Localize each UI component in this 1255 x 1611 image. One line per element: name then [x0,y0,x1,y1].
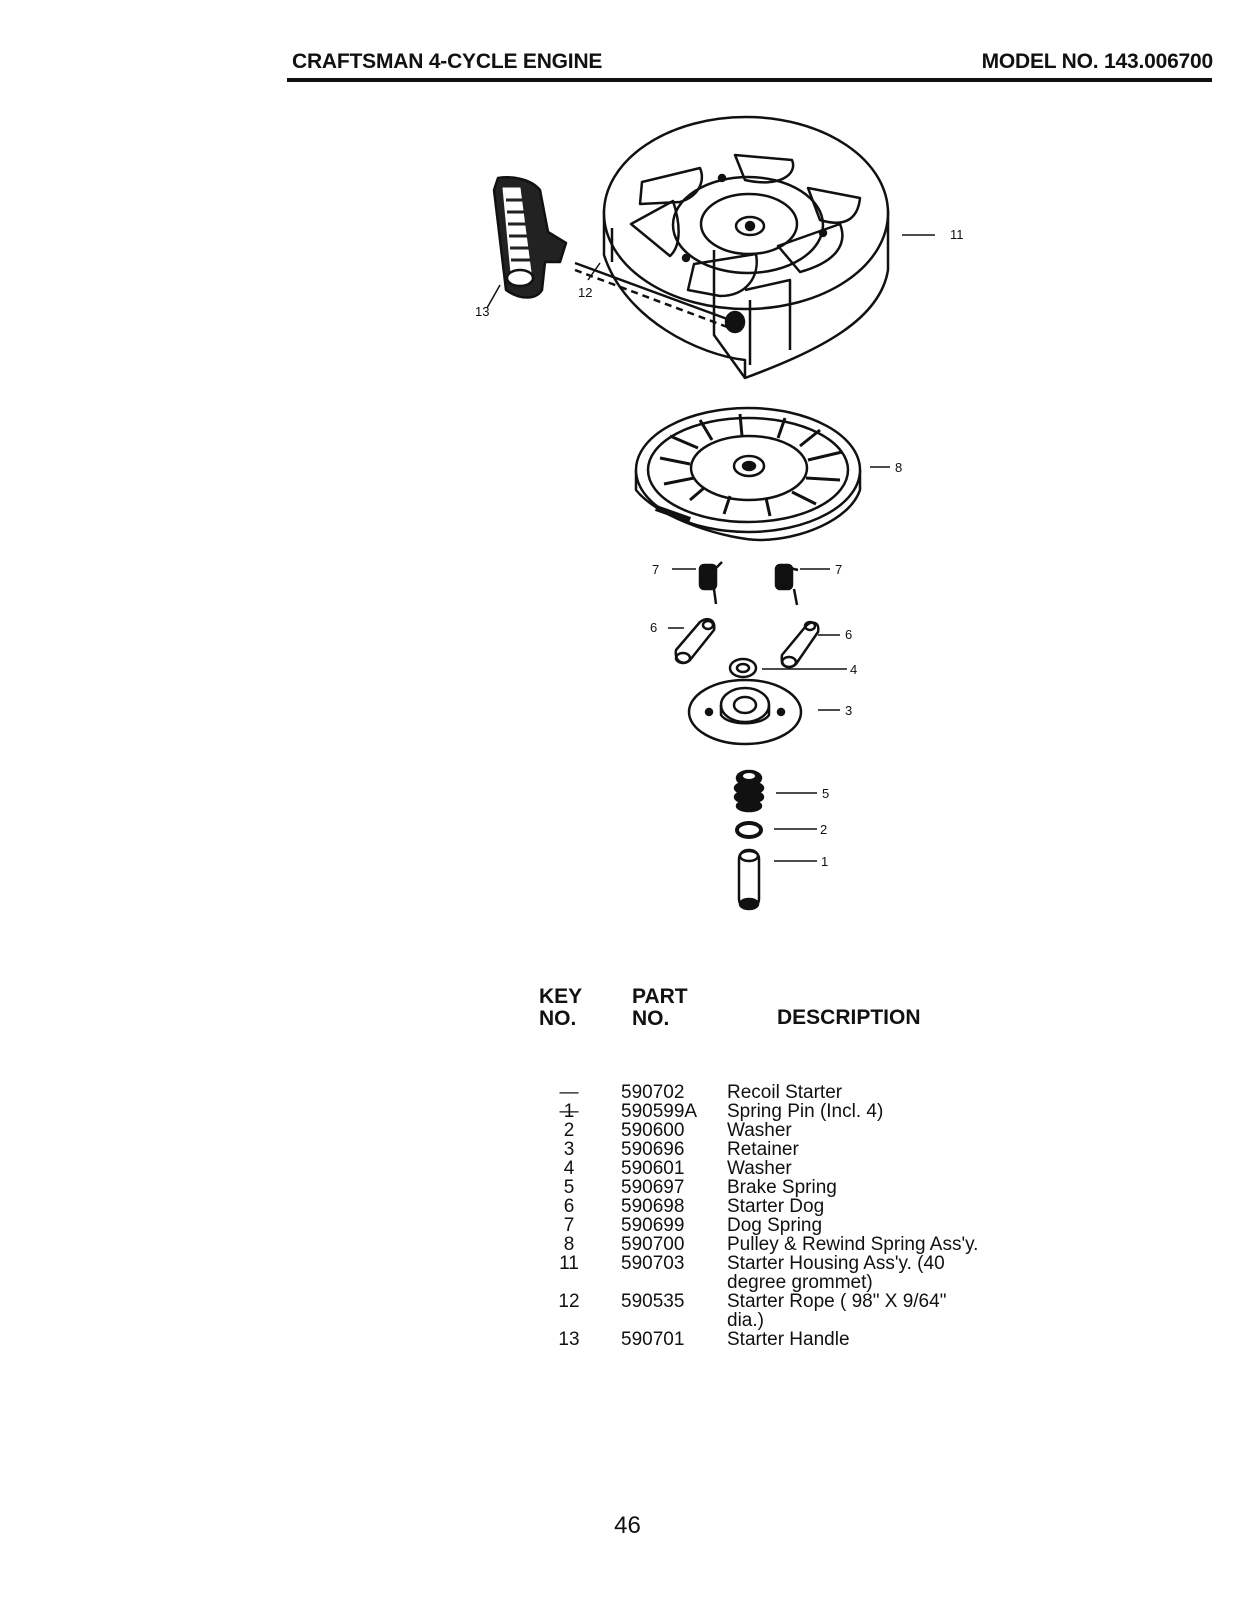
table-row: 4 590601 Washer [549,1159,1149,1178]
description-line: Retainer [727,1139,799,1160]
part-description: Spring Pin (Incl. 4) [727,1102,1149,1121]
table-row: 3 590696 Retainer [549,1140,1149,1159]
key-number: 4 [563,1158,575,1179]
callout-3: 3 [845,703,852,718]
model-number: MODEL NO. 143.006700 [981,50,1214,73]
part-number: 590600 [621,1120,685,1141]
callout-8: 8 [895,460,902,475]
callout-6-right: 6 [845,627,852,642]
description-line: Starter Housing Ass'y. (40 [727,1253,945,1274]
table-row: 5 590697 Brake Spring [549,1178,1149,1197]
key-number: 6 [563,1196,575,1217]
description-line: Brake Spring [727,1177,837,1198]
table-row: 12 590535 Starter Rope ( 98" X 9/64"dia.) [549,1292,1149,1330]
part-number: 590698 [621,1196,685,1217]
part-number: 590696 [621,1139,685,1160]
part-number: 590700 [621,1234,685,1255]
description-line: Recoil Starter [727,1082,843,1103]
table-row: 6 590698 Starter Dog [549,1197,1149,1216]
leader-lines [486,234,935,862]
table-row: — — 590702 Recoil Starter [549,1082,1149,1121]
key-number: — — [559,1082,579,1122]
part-number: 590703 [621,1253,685,1274]
part-description: Pulley & Rewind Spring Ass'y. [727,1235,1149,1254]
parts-list: — — 590702 Recoil Starter 1 590599A Spring Pi… [549,1083,1149,1349]
pulley-illustration [634,406,862,542]
table-row: 7 590699 Dog Spring [549,1216,1149,1235]
description-line: Dog Spring [727,1215,823,1236]
key-number: 8 [563,1234,575,1255]
part-no-header: PART NO. [632,985,688,1030]
part-description: Washer [727,1121,1149,1140]
description-line: Spring Pin (Incl. 4) [727,1101,884,1122]
part-number: 590699 [621,1215,685,1236]
callout-12: 12 [578,285,592,300]
key-number: 13 [558,1329,580,1350]
table-row: 2 590600 Washer [549,1121,1149,1140]
key-number: 7 [563,1215,575,1236]
header-rule [287,78,1212,82]
part-number: 590601 [621,1158,685,1179]
callout-11: 11 [950,227,964,242]
washer-4-illustration [728,657,758,679]
part-number: 590599A [621,1101,698,1122]
key-number: 11 [559,1253,579,1274]
part-number: 590535 [621,1291,685,1312]
callout-5: 5 [822,786,829,801]
description-line: Starter Rope ( 98" X 9/64" [727,1291,947,1312]
part-description: Retainer [727,1140,1149,1159]
description-line: degree grommet) [727,1272,873,1293]
part-description: Washer [727,1159,1149,1178]
key-number: 1 [563,1101,575,1122]
table-row: 13 590701 Starter Handle [549,1330,1149,1349]
spring-pin-illustration [737,848,761,911]
description-line: Washer [727,1120,792,1141]
starter-handle-illustration [492,176,568,299]
part-description: Starter Handle [727,1330,1149,1349]
part-number: 590701 [621,1329,685,1350]
callout-4: 4 [850,662,857,677]
starter-dog-right-illustration [780,620,820,669]
part-number: 590702 [621,1082,685,1103]
callout-6-left: 6 [650,620,657,635]
key-number: 3 [563,1139,575,1160]
washer-2-illustration [735,821,763,839]
description-line: Starter Handle [727,1329,850,1350]
callout-13: 13 [475,304,489,319]
part-description: Dog Spring [727,1216,1149,1235]
part-description: Brake Spring [727,1178,1149,1197]
table-row: 8 590700 Pulley & Rewind Spring Ass'y. [549,1235,1149,1254]
part-description: Starter Dog [727,1197,1149,1216]
callout-7-left: 7 [652,562,659,577]
retainer-illustration [687,678,803,746]
document-title: CRAFTSMAN 4-CYCLE ENGINE [292,50,603,73]
key-number: 2 [563,1120,575,1141]
description-line: Washer [727,1158,792,1179]
part-description: Recoil Starter [727,1083,1149,1102]
key-number: 5 [563,1177,575,1198]
starter-dog-left-illustration [674,618,716,665]
exploded-parts-diagram: 11 12 13 8 7 7 6 6 4 3 5 2 1 [475,115,964,911]
description-line: Pulley & Rewind Spring Ass'y. [727,1234,979,1255]
callout-2: 2 [820,822,827,837]
key-no-header: KEY NO. [539,985,583,1030]
part-description: Starter Rope ( 98" X 9/64"dia.) [727,1292,1149,1330]
page-number: 46 [614,1512,641,1539]
callout-1: 1 [821,854,828,869]
description-line: dia.) [727,1310,764,1331]
starter-housing-illustration [574,115,890,380]
table-row: 1 590599A Spring Pin (Incl. 4) [549,1102,1149,1121]
part-number: 590697 [621,1177,685,1198]
brake-spring-illustration [733,769,765,813]
dog-spring-right-illustration [774,563,799,606]
callout-7-right: 7 [835,562,842,577]
description-line: Starter Dog [727,1196,825,1217]
dog-spring-left-illustration [698,561,723,605]
key-number: 12 [558,1291,580,1312]
description-header: DESCRIPTION [777,1006,921,1029]
